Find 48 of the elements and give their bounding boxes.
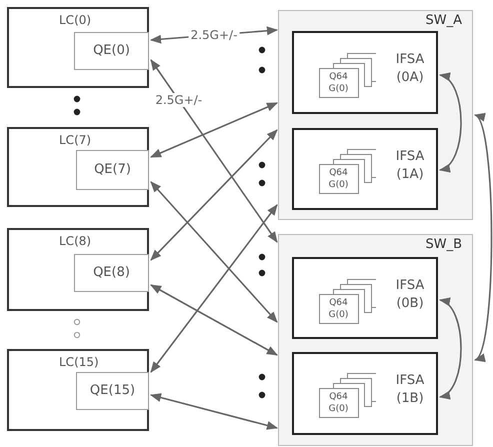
line-card-box xyxy=(7,228,149,311)
arrow xyxy=(150,181,278,323)
line-card-box xyxy=(7,7,149,88)
arrow xyxy=(438,74,462,171)
node-label: LC(8) xyxy=(59,234,92,248)
memory-card xyxy=(318,388,358,418)
node-label: IFSA (1B) xyxy=(394,372,426,408)
node-label: Q64 G(0) xyxy=(328,390,350,415)
node-label: QE(8) xyxy=(93,265,130,281)
switch-chip-box xyxy=(292,31,438,114)
node-label: IFSA (0B) xyxy=(394,277,426,312)
queue-engine-box xyxy=(74,254,149,292)
node-label: LC(0) xyxy=(59,13,92,28)
node-label: QE(0) xyxy=(93,43,130,59)
node-label: Q64 G(0) xyxy=(328,296,350,321)
arrow xyxy=(150,204,278,373)
panel-title: SW_B xyxy=(425,237,462,253)
arrow xyxy=(474,114,492,361)
node-label: QE(7) xyxy=(94,162,131,178)
switch-chip-box xyxy=(292,257,438,339)
arrow xyxy=(150,393,278,430)
memory-card xyxy=(318,294,358,324)
memory-card xyxy=(318,164,358,194)
arrow xyxy=(150,102,278,158)
node-label: Q64 G(0) xyxy=(328,166,350,191)
line-card-box xyxy=(7,127,149,207)
node-label: QE(15) xyxy=(90,383,136,399)
node-label: IFSA (1A) xyxy=(394,148,426,184)
queue-engine-box xyxy=(76,150,149,190)
edge-label: 2.5G+/- xyxy=(188,28,240,42)
edge-label: 2.5G+/- xyxy=(153,93,204,108)
panel-title: SW_A xyxy=(426,13,462,29)
switch-chip-box xyxy=(292,128,438,210)
queue-engine-box xyxy=(76,372,149,410)
node-label: LC(15) xyxy=(59,355,99,370)
arrow xyxy=(150,284,278,356)
queue-engine-box xyxy=(74,32,149,70)
memory-card xyxy=(318,68,358,98)
node-label: LC(7) xyxy=(59,133,92,148)
node-label: Q64 G(0) xyxy=(328,70,350,95)
switch-panel xyxy=(278,10,473,220)
arrow xyxy=(150,129,278,261)
switch-chip-box xyxy=(292,352,438,435)
arrow xyxy=(438,299,462,398)
line-card-box xyxy=(7,349,149,431)
arrow xyxy=(150,59,278,243)
switch-panel xyxy=(278,234,473,446)
node-label: IFSA (0A) xyxy=(394,51,426,86)
